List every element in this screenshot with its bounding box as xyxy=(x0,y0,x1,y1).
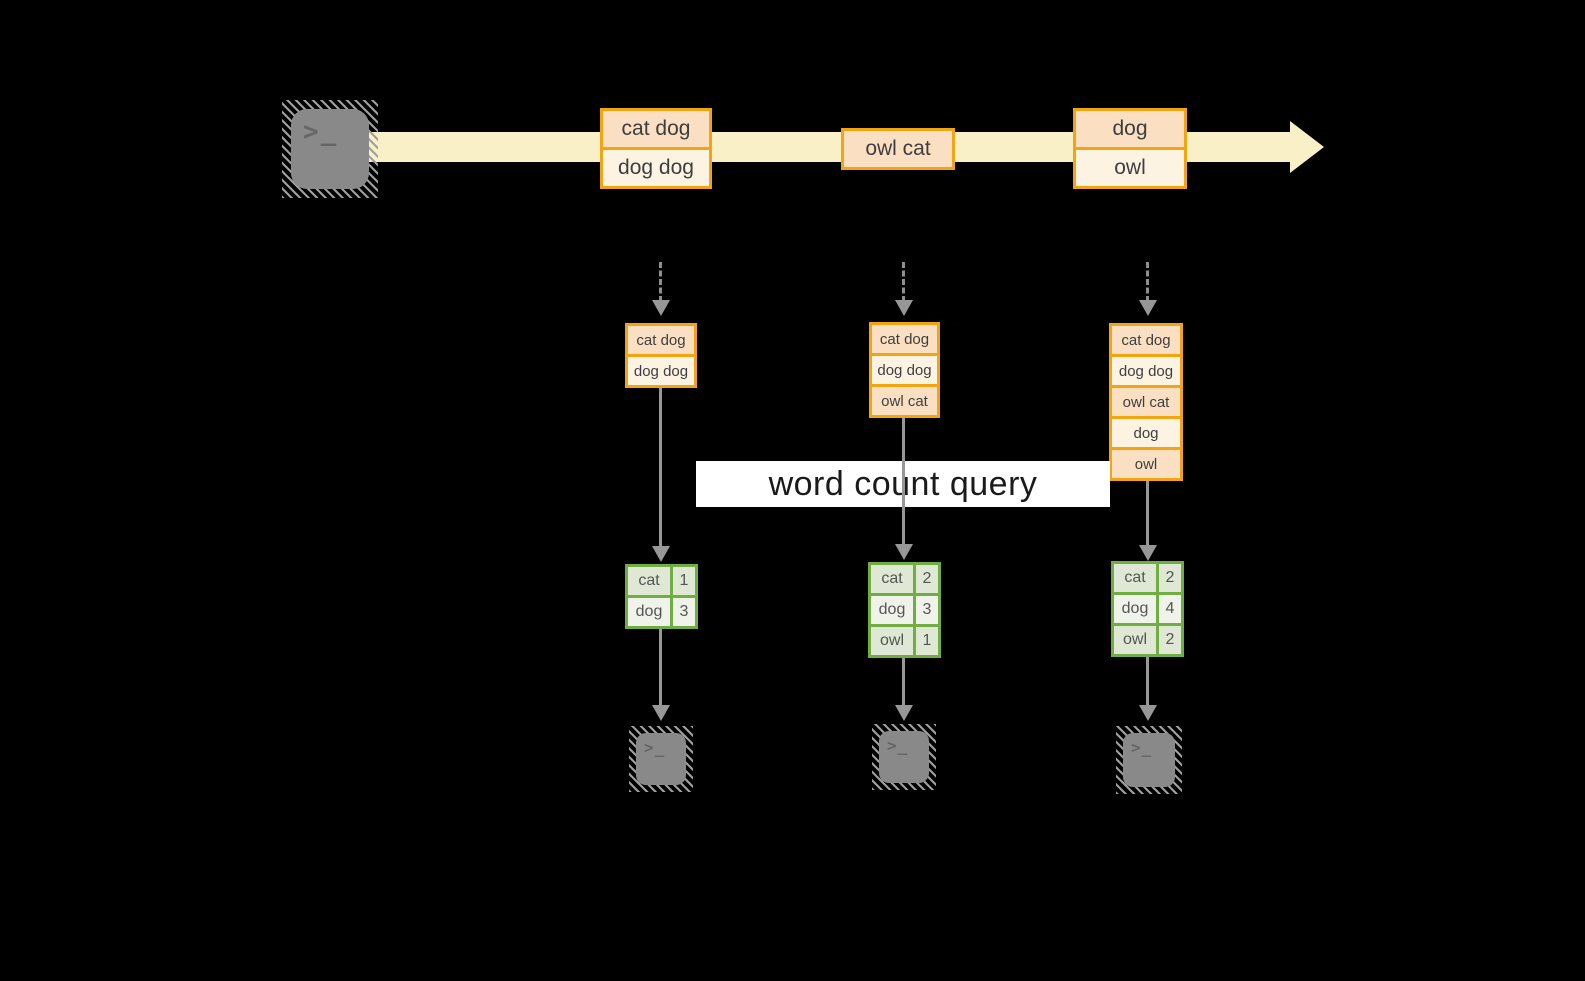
stack-record: cat dog xyxy=(628,326,694,354)
word-count-table-1: cat 1 dog 3 xyxy=(625,564,698,629)
arrowhead-icon xyxy=(895,300,913,316)
word-count-table-2: cat 2 dog 3 owl 1 xyxy=(868,562,941,658)
source-terminal-icon: >_ xyxy=(282,100,378,198)
stack-record: dog dog xyxy=(1112,357,1180,385)
dashed-connector-2 xyxy=(902,262,905,302)
table-cell-word: dog xyxy=(628,598,670,626)
stack-record: cat dog xyxy=(1112,326,1180,354)
terminal-prompt-icon: >_ xyxy=(1131,738,1153,757)
table-cell-count: 3 xyxy=(916,596,938,624)
arrowhead-icon xyxy=(652,705,670,721)
table-cell-count: 2 xyxy=(1159,564,1181,592)
table-cell-word: dog xyxy=(871,596,913,624)
terminal-screen: >_ xyxy=(879,731,929,783)
dashed-connector-1 xyxy=(659,262,662,302)
arrowhead-icon xyxy=(1139,705,1157,721)
table-cell-count: 1 xyxy=(673,567,695,595)
record-stack-2: cat dog dog dog owl cat xyxy=(869,322,940,418)
dashed-connector-3 xyxy=(1146,262,1149,302)
stack-record: dog dog xyxy=(872,356,937,384)
arrowhead-icon xyxy=(895,705,913,721)
word-count-table-3: cat 2 dog 4 owl 2 xyxy=(1111,561,1184,657)
table-cell-word: owl xyxy=(1114,626,1156,654)
table-cell-word: cat xyxy=(628,567,670,595)
connector-stack-to-table-1 xyxy=(659,388,662,546)
stack-record: owl cat xyxy=(872,387,937,415)
table-cell-count: 3 xyxy=(673,598,695,626)
stack-record: owl xyxy=(1112,450,1180,478)
terminal-screen: >_ xyxy=(636,733,686,785)
table-cell-word: cat xyxy=(1114,564,1156,592)
event-stream-arrowhead-icon xyxy=(1290,121,1324,173)
terminal-screen: >_ xyxy=(291,109,369,189)
connector-table-to-terminal-2 xyxy=(902,658,905,705)
sink-terminal-icon-1: >_ xyxy=(629,726,693,792)
stack-record: owl cat xyxy=(1112,388,1180,416)
table-cell-count: 4 xyxy=(1159,595,1181,623)
terminal-prompt-icon: >_ xyxy=(887,736,909,755)
stream-batch-3: dog owl xyxy=(1073,108,1187,189)
stream-batch-2: owl cat xyxy=(841,128,955,170)
sink-terminal-icon-2: >_ xyxy=(872,724,936,790)
terminal-prompt-icon: >_ xyxy=(644,738,666,757)
sink-terminal-icon-3: >_ xyxy=(1116,726,1182,794)
terminal-prompt-icon: >_ xyxy=(303,117,339,147)
record-stack-1: cat dog dog dog xyxy=(625,323,697,388)
arrowhead-icon xyxy=(652,300,670,316)
terminal-screen: >_ xyxy=(1123,733,1175,787)
table-cell-word: cat xyxy=(871,565,913,593)
table-cell-count: 2 xyxy=(916,565,938,593)
stream-record: dog xyxy=(1076,111,1184,147)
table-cell-count: 1 xyxy=(916,627,938,655)
arrowhead-icon xyxy=(652,546,670,562)
table-cell-word: dog xyxy=(1114,595,1156,623)
arrowhead-icon xyxy=(895,544,913,560)
connector-stack-to-table-3 xyxy=(1146,481,1149,545)
stream-batch-1: cat dog dog dog xyxy=(600,108,712,189)
connector-table-to-terminal-3 xyxy=(1146,657,1149,705)
connector-stack-to-table-2 xyxy=(902,418,905,546)
table-cell-count: 2 xyxy=(1159,626,1181,654)
stream-record: cat dog xyxy=(603,111,709,147)
stack-record: cat dog xyxy=(872,325,937,353)
table-cell-word: owl xyxy=(871,627,913,655)
stream-record: owl cat xyxy=(844,131,952,167)
record-stack-3: cat dog dog dog owl cat dog owl xyxy=(1109,323,1183,481)
arrowhead-icon xyxy=(1139,300,1157,316)
stack-record: dog xyxy=(1112,419,1180,447)
stream-record: owl xyxy=(1076,150,1184,186)
stream-record: dog dog xyxy=(603,150,709,186)
connector-table-to-terminal-1 xyxy=(659,629,662,705)
stack-record: dog dog xyxy=(628,357,694,385)
arrowhead-icon xyxy=(1139,545,1157,561)
